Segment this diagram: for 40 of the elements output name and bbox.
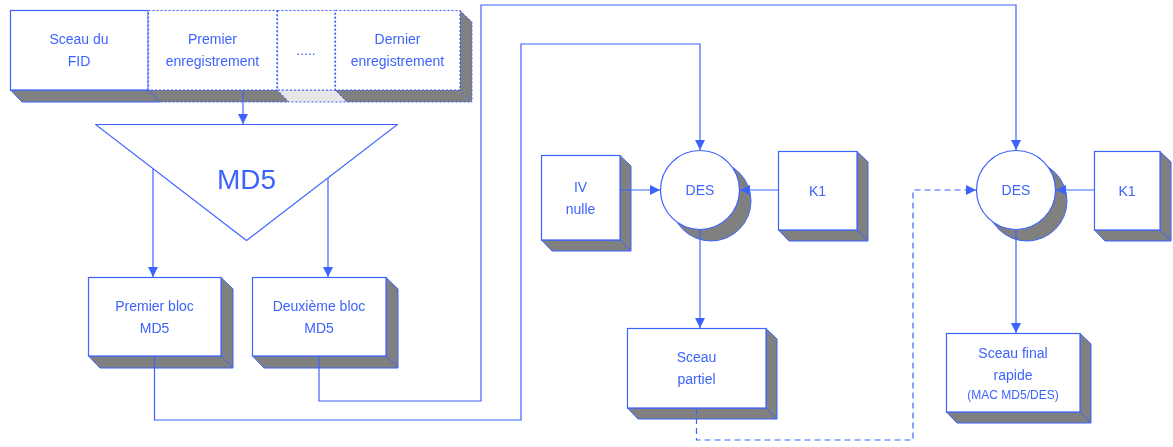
record-segment xyxy=(148,10,289,102)
arrow xyxy=(238,89,248,125)
hash-triangle xyxy=(95,124,398,241)
node-label: K1 xyxy=(1117,181,1137,201)
node-label: ..... xyxy=(295,41,317,60)
arrow xyxy=(1011,229,1021,334)
process-box xyxy=(541,155,631,251)
node-label: DES xyxy=(1000,181,1032,200)
arrow xyxy=(695,185,977,441)
process-box xyxy=(627,328,777,419)
node-label: Sceau du FID xyxy=(48,30,110,71)
node-label: MD5 xyxy=(216,162,277,197)
cipher-circle xyxy=(976,150,1067,241)
node-label: Sceau partiel xyxy=(675,348,718,389)
arrow xyxy=(148,168,158,278)
arrow xyxy=(619,185,661,195)
node-label: Premier enregistrement xyxy=(164,30,261,71)
node-label: DES xyxy=(684,181,716,200)
record-segment xyxy=(335,10,472,102)
node-sublabel: (MAC MD5/DES) xyxy=(967,386,1059,404)
node-label: IV nulle xyxy=(564,177,597,219)
node-label: Deuxième bloc MD5 xyxy=(271,296,367,338)
process-box xyxy=(1094,151,1171,241)
record-segment xyxy=(10,10,160,102)
record-segment xyxy=(277,10,347,102)
node-label: Premier bloc MD5 xyxy=(114,296,195,338)
process-box xyxy=(88,277,233,368)
node-label: K1 xyxy=(807,181,828,201)
node-label: Sceau final rapide xyxy=(977,343,1049,385)
arrow xyxy=(153,43,705,421)
cipher-circle xyxy=(660,150,751,241)
arrow xyxy=(323,177,333,278)
arrow xyxy=(1055,185,1095,195)
arrow xyxy=(739,185,779,195)
process-box xyxy=(778,151,868,241)
arrow xyxy=(695,229,705,329)
node-label: Dernier enregistrement xyxy=(349,30,446,71)
process-box xyxy=(252,277,398,368)
process-box xyxy=(946,333,1091,423)
arrow xyxy=(318,4,1021,402)
